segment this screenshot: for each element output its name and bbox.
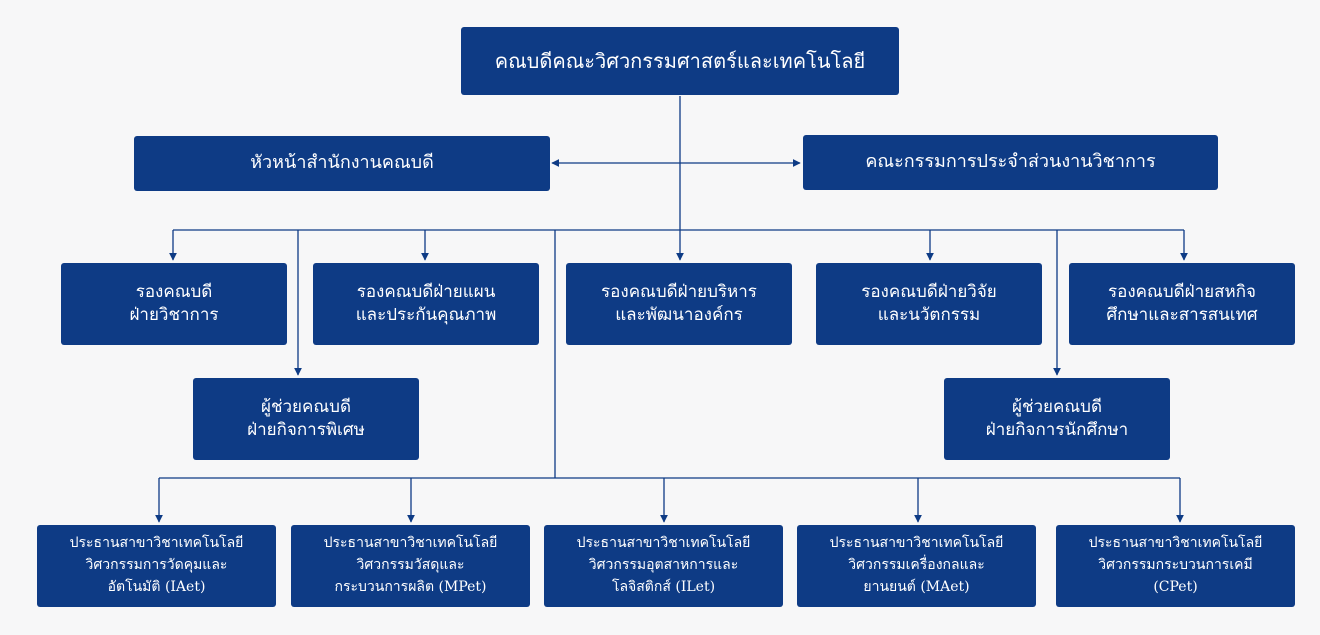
vice-dean-line2: ฝ่ายวิชาการ	[129, 305, 219, 325]
vice-dean-line1: รองคณบดีฝ่ายแผน	[356, 282, 496, 303]
chair-line1: ประธานสาขาวิชาเทคโนโลยี	[69, 535, 244, 552]
chair-line3: กระบวนการผลิต (MPet)	[334, 578, 487, 595]
vice-dean-line1: รองคณบดี	[135, 282, 213, 303]
vice-dean-line2: ศึกษาและสารสนเทศ	[1106, 305, 1258, 325]
office-head-box: หัวหน้าสำนักงานคณบดี	[134, 136, 550, 191]
vice-dean-planning-box: รองคณบดีฝ่ายแผน และประกันคุณภาพ	[313, 263, 539, 345]
office-head-label: หัวหน้าสำนักงานคณบดี	[250, 152, 434, 174]
dean-label: คณบดีคณะวิศวกรรมศาสตร์และเทคโนโลยี	[494, 48, 866, 73]
chair-mpet-box: ประธานสาขาวิชาเทคโนโลยี วิศวกรรมวัสดุและ…	[291, 525, 530, 607]
chair-ilet-box: ประธานสาขาวิชาเทคโนโลยี วิศวกรรมอุตสาหกา…	[544, 525, 783, 607]
chair-line2: วิศวกรรมกระบวนการเคมี	[1098, 557, 1253, 574]
vice-dean-line1: รองคณบดีฝ่ายวิจัย	[861, 282, 997, 303]
vice-dean-admin-box: รองคณบดีฝ่ายบริหาร และพัฒนาองค์กร	[566, 263, 792, 345]
chair-line3: (CPet)	[1153, 578, 1198, 595]
chair-cpet-box: ประธานสาขาวิชาเทคโนโลยี วิศวกรรมกระบวนกา…	[1056, 525, 1295, 607]
vice-dean-research-box: รองคณบดีฝ่ายวิจัย และนวัตกรรม	[816, 263, 1042, 345]
chair-line2: วิศวกรรมอุตสาหการและ	[588, 557, 739, 574]
chair-line1: ประธานสาขาวิชาเทคโนโลยี	[323, 535, 498, 552]
assistant-line2: ฝ่ายกิจการพิเศษ	[247, 420, 365, 440]
vice-dean-line2: และนวัตกรรม	[877, 305, 981, 325]
committee-label: คณะกรรมการประจำส่วนงานวิชาการ	[865, 151, 1156, 173]
chair-iaet-box: ประธานสาขาวิชาเทคโนโลยี วิศวกรรมการวัดคุ…	[37, 525, 276, 607]
assistant-line1: ผู้ช่วยคณบดี	[1012, 397, 1102, 418]
chair-line1: ประธานสาขาวิชาเทคโนโลยี	[576, 535, 751, 552]
chair-line2: วิศวกรรมวัสดุและ	[356, 557, 465, 574]
vice-dean-line2: และประกันคุณภาพ	[355, 305, 497, 325]
assistant-line1: ผู้ช่วยคณบดี	[261, 397, 351, 418]
chair-line3: โลจิสติกส์ (ILet)	[611, 578, 716, 595]
vice-dean-line2: และพัฒนาองค์กร	[615, 305, 743, 325]
chair-line1: ประธานสาขาวิชาเทคโนโลยี	[1088, 535, 1263, 552]
vice-dean-line1: รองคณบดีฝ่ายบริหาร	[601, 282, 757, 303]
assistant-line2: ฝ่ายกิจการนักศึกษา	[985, 420, 1129, 440]
vice-dean-line1: รองคณบดีฝ่ายสหกิจ	[1108, 282, 1256, 303]
vice-dean-coop-box: รองคณบดีฝ่ายสหกิจ ศึกษาและสารสนเทศ	[1069, 263, 1295, 345]
dean-box: คณบดีคณะวิศวกรรมศาสตร์และเทคโนโลยี	[461, 27, 899, 95]
committee-box: คณะกรรมการประจำส่วนงานวิชาการ	[803, 135, 1218, 190]
assistant-special-affairs-box: ผู้ช่วยคณบดี ฝ่ายกิจการพิเศษ	[193, 378, 419, 460]
assistant-student-affairs-box: ผู้ช่วยคณบดี ฝ่ายกิจการนักศึกษา	[944, 378, 1170, 460]
chair-line3: อัตโนมัติ (IAet)	[107, 578, 206, 595]
chair-line1: ประธานสาขาวิชาเทคโนโลยี	[829, 535, 1004, 552]
vice-dean-academic-box: รองคณบดี ฝ่ายวิชาการ	[61, 263, 287, 345]
chair-line2: วิศวกรรมการวัดคุมและ	[85, 557, 228, 574]
chair-maet-box: ประธานสาขาวิชาเทคโนโลยี วิศวกรรมเครื่องก…	[797, 525, 1036, 607]
chair-line2: วิศวกรรมเครื่องกลและ	[848, 557, 985, 574]
chair-line3: ยานยนต์ (MAet)	[863, 578, 970, 595]
